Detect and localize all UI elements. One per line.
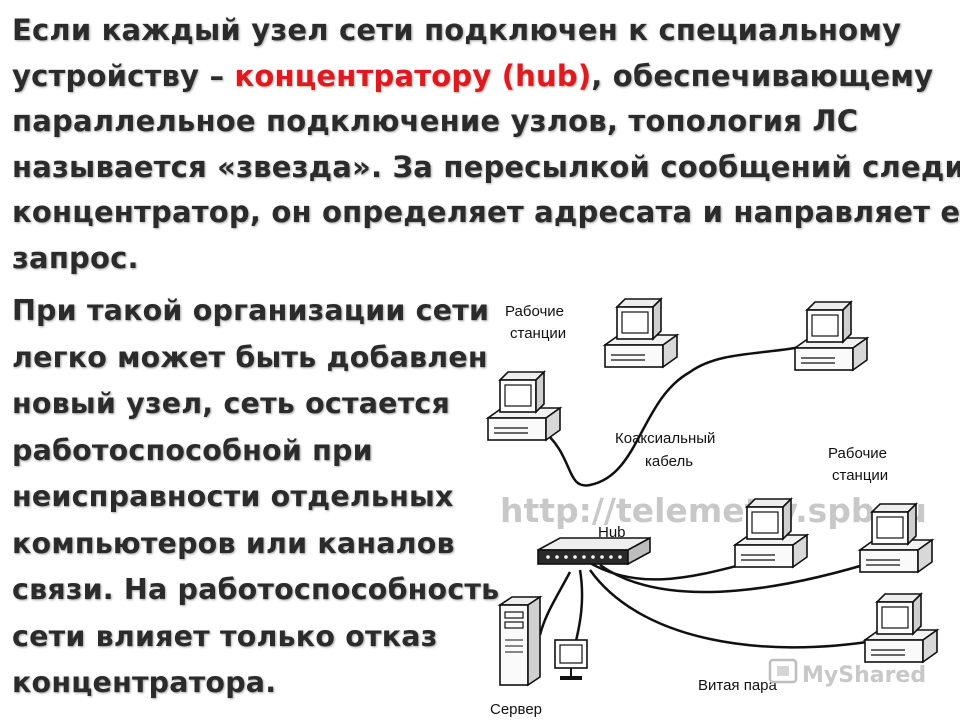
- intro-line-6: запрос.: [12, 240, 139, 275]
- workstation-icon: [487, 371, 561, 441]
- hub-icon: [537, 536, 651, 566]
- intro-line-2-start: устройству –: [12, 58, 235, 93]
- advantages-line: неисправности отдельных: [12, 480, 454, 513]
- advantages-line: новый узел, сеть остается: [12, 387, 451, 420]
- advantages-line: концентратора.: [12, 666, 277, 699]
- myshared-watermark: MyShared: [802, 663, 926, 688]
- cables: [538, 343, 881, 649]
- intro-line-1: Если каждый узел сети подключен к специа…: [12, 13, 902, 47]
- star-topology-diagram: http://telemetry.spb.ru: [487, 298, 938, 718]
- intro-line-2: устройству – концентратору (hub), обеспе…: [12, 54, 952, 100]
- coax-label-line1: Коаксиальный: [615, 430, 715, 447]
- advantages-line: сети влияет только отказ: [12, 619, 438, 653]
- intro-line-5: концентратор, он определяет адресата и н…: [12, 195, 960, 229]
- workstation-icon: [864, 593, 938, 663]
- workstations-top-label-line1: Рабочие: [505, 303, 564, 320]
- cable-to-ws-5: [599, 558, 881, 594]
- url-watermark: http://telemetry.spb.ru: [500, 491, 927, 530]
- cable-to-monitor: [573, 569, 584, 646]
- intro-paragraph: Если каждый узел сети подключен к специа…: [12, 8, 960, 281]
- hub-label: Hub: [598, 524, 626, 541]
- workstations-top-label-line2: станции: [510, 325, 566, 342]
- workstations-right-label-line1: Рабочие: [828, 445, 887, 462]
- server-label: Сервер: [490, 701, 542, 718]
- intro-line-2-end: , обеспечивающему: [591, 58, 934, 93]
- workstation-icon: [604, 298, 678, 368]
- coax-cable: [539, 343, 811, 487]
- intro-line-3: параллельное подключение узлов, топологи…: [12, 104, 859, 138]
- server-icon: [497, 595, 543, 687]
- twisted-pair-label: Витая пара: [698, 677, 778, 694]
- hub-term: концентратору (hub): [234, 58, 592, 93]
- workstation-icon: [794, 301, 868, 371]
- advantages-line: легко может быть добавлен: [12, 340, 488, 374]
- server-monitor-icon: [554, 639, 588, 680]
- advantages-line: При такой организации сети: [12, 294, 490, 327]
- advantages-line: работоспособной при: [12, 433, 373, 467]
- myshared-logo-icon: [768, 658, 798, 684]
- advantages-line: связи. На работоспособность: [12, 573, 500, 606]
- workstations-right-label-line2: станции: [832, 467, 888, 484]
- advantages-line: компьютеров или каналов: [12, 526, 455, 560]
- advantages-paragraph: При такой организации сети легко может б…: [12, 288, 500, 707]
- intro-line-4: называется «звезда». За пересылкой сообщ…: [12, 149, 960, 184]
- coax-label-line2: кабель: [645, 453, 693, 470]
- cable-to-server: [538, 571, 572, 636]
- cable-to-ws-6: [588, 569, 881, 649]
